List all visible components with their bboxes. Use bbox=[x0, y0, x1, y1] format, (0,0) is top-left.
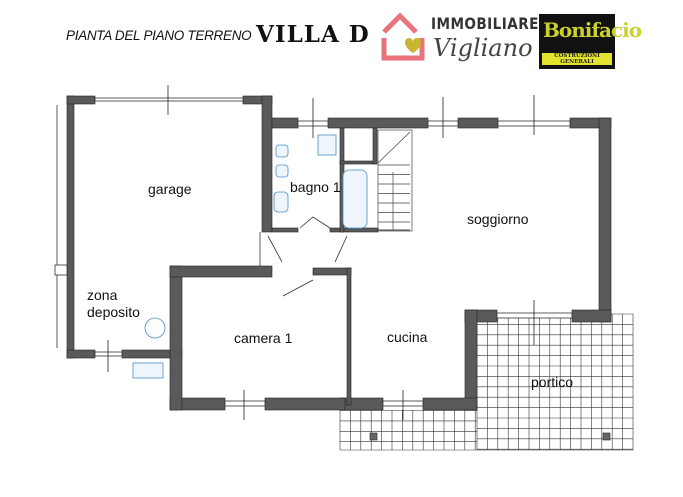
room-label-soggiorno: soggiorno bbox=[467, 211, 529, 227]
stairs bbox=[377, 129, 413, 232]
shower-icon bbox=[317, 134, 337, 156]
pillars bbox=[369, 432, 611, 441]
logo-text-immobiliare: IMMOBILIARE bbox=[431, 14, 539, 33]
bidet-icon bbox=[275, 144, 289, 158]
logo-text-vigliano: Vigliano bbox=[433, 34, 533, 62]
boiler-icon bbox=[144, 317, 166, 339]
room-label-cucina: cucina bbox=[387, 329, 428, 345]
room-label-bagno: bagno 1 bbox=[290, 179, 341, 195]
logo-text-bonifacio: Bonifacio bbox=[543, 18, 642, 42]
immobiliare-vigliano-logo: IMMOBILIARE Vigliano bbox=[378, 10, 538, 68]
sink-icon bbox=[273, 191, 289, 213]
villa-label: VILLA D bbox=[256, 21, 370, 48]
room-label-zona-deposito: zona deposito bbox=[87, 287, 140, 320]
outdoor-unit-icon bbox=[132, 362, 164, 379]
bathtub-icon bbox=[342, 169, 368, 229]
room-label-portico: portico bbox=[531, 374, 574, 390]
house-heart-icon bbox=[381, 12, 425, 61]
plan-title: PIANTA DEL PIANO TERRENO bbox=[66, 28, 252, 43]
windows bbox=[54, 97, 573, 407]
logo-text-tagline: COSTRUZIONI GENERALI bbox=[542, 53, 612, 65]
bonifacio-logo: Bonifacio COSTRUZIONI GENERALI bbox=[539, 14, 642, 69]
portico-tiles bbox=[339, 313, 634, 451]
doors bbox=[259, 216, 348, 297]
toilet-icon bbox=[275, 164, 289, 178]
fixtures bbox=[132, 134, 368, 379]
room-label-camera: camera 1 bbox=[234, 330, 293, 346]
axis-lines bbox=[107, 85, 535, 420]
room-label-garage: garage bbox=[148, 181, 192, 197]
